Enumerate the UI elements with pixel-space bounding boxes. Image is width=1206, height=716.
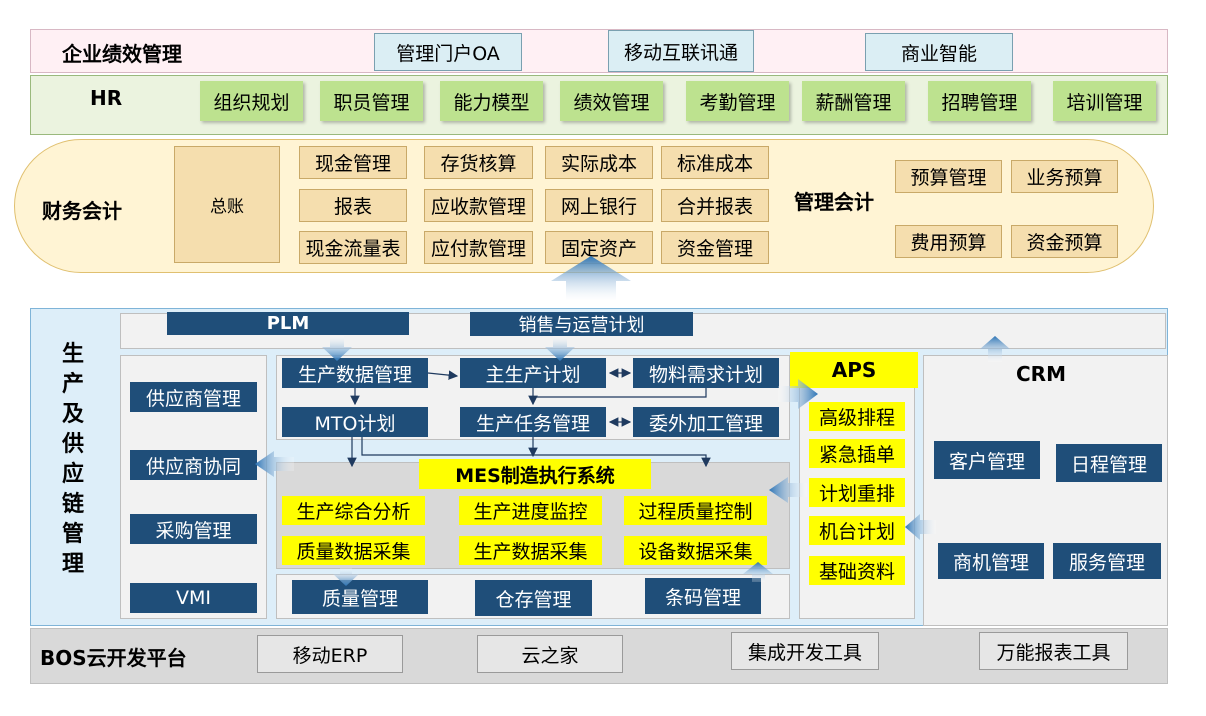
urgent-insert-box[interactable]: 紧急插单: [809, 439, 905, 468]
progress-monitor-box[interactable]: 生产进度监控: [459, 496, 602, 525]
crm-panel: [923, 355, 1168, 626]
machine-plan-box[interactable]: 机台计划: [809, 516, 905, 545]
budget-mgmt-box[interactable]: 预算管理: [895, 160, 1002, 193]
down-arrow-sop: [545, 336, 575, 361]
fund-mgmt-box[interactable]: 资金管理: [661, 231, 769, 264]
arrow-to-supplier-collab: [255, 451, 294, 477]
consolidated-report-box[interactable]: 合并报表: [661, 189, 769, 222]
arrow-barcode-mes: [743, 562, 773, 582]
fixed-asset-box[interactable]: 固定资产: [545, 231, 653, 264]
arrow-mes-quality: [333, 568, 359, 586]
up-arrow-crm: [980, 336, 1010, 362]
receivable-box[interactable]: 应收款管理: [424, 189, 533, 222]
aps-title-box[interactable]: APS: [790, 352, 918, 388]
advanced-scheduling-box[interactable]: 高级排程: [809, 402, 905, 431]
mrp-box[interactable]: 物料需求计划: [633, 358, 779, 388]
online-bank-box[interactable]: 网上银行: [545, 189, 653, 222]
process-quality-box[interactable]: 过程质量控制: [624, 496, 767, 525]
arrow-crm-aps: [905, 514, 936, 540]
barcode-mgmt-box[interactable]: 条码管理: [645, 578, 761, 614]
report-box[interactable]: 报表: [299, 189, 407, 222]
arrow-aps-mes: [769, 477, 807, 503]
general-ledger-box[interactable]: 总账: [174, 146, 280, 263]
prod-data-mgmt-box[interactable]: 生产数据管理: [282, 358, 428, 388]
hr-item-competency[interactable]: 能力模型: [440, 81, 543, 121]
vmi-box[interactable]: VMI: [130, 583, 257, 613]
mobile-erp-box[interactable]: 移动ERP: [257, 635, 403, 673]
dev-tools-box[interactable]: 集成开发工具: [731, 632, 879, 670]
arrow-mrp-task: [528, 388, 707, 406]
hr-item-recruit[interactable]: 招聘管理: [928, 81, 1031, 121]
arrow-plan-aps: [778, 379, 818, 409]
quality-mgmt-box[interactable]: 质量管理: [292, 580, 428, 614]
opportunity-mgmt-box[interactable]: 商机管理: [938, 543, 1044, 579]
payable-box[interactable]: 应付款管理: [424, 231, 533, 264]
hr-item-training[interactable]: 培训管理: [1053, 81, 1156, 121]
crm-title: CRM: [1016, 362, 1066, 386]
outsource-box[interactable]: 委外加工管理: [633, 407, 779, 437]
cashflow-box[interactable]: 现金流量表: [299, 231, 407, 264]
warehouse-mgmt-box[interactable]: 仓存管理: [475, 580, 592, 616]
arrow-proddata-mps: [427, 370, 459, 380]
replan-box[interactable]: 计划重排: [809, 478, 905, 507]
equipment-data-box[interactable]: 设备数据采集: [624, 536, 767, 565]
prod-analysis-box[interactable]: 生产综合分析: [282, 496, 425, 525]
cloud-home-box[interactable]: 云之家: [477, 635, 623, 673]
arrow-mto-right: [361, 437, 711, 468]
up-arrow-finance: [551, 256, 631, 301]
business-intelligence-box[interactable]: 商业智能: [865, 33, 1013, 71]
purchase-mgmt-box[interactable]: 采购管理: [130, 514, 257, 544]
expense-budget-box[interactable]: 费用预算: [895, 225, 1002, 258]
plm-box[interactable]: PLM: [167, 312, 409, 335]
mobile-internet-box[interactable]: 移动互联讯通: [608, 30, 754, 72]
standard-cost-box[interactable]: 标准成本: [661, 146, 769, 179]
hr-item-attendance[interactable]: 考勤管理: [686, 81, 789, 121]
performance-title: 企业绩效管理: [62, 42, 182, 66]
prod-data-collect-box[interactable]: 生产数据采集: [459, 536, 602, 565]
portal-oa-box[interactable]: 管理门户OA: [374, 33, 522, 71]
supplier-mgmt-box[interactable]: 供应商管理: [130, 382, 257, 412]
schedule-mgmt-box[interactable]: 日程管理: [1056, 444, 1162, 482]
supplier-collab-box[interactable]: 供应商协同: [130, 450, 257, 480]
hr-item-org-planning[interactable]: 组织规划: [200, 81, 303, 121]
mto-plan-box[interactable]: MTO计划: [282, 407, 428, 437]
cash-mgmt-box[interactable]: 现金管理: [299, 146, 407, 179]
mes-title-box[interactable]: MES制造执行系统: [419, 459, 651, 489]
quality-data-box[interactable]: 质量数据采集: [282, 536, 425, 565]
prod-task-box[interactable]: 生产任务管理: [460, 407, 606, 437]
actual-cost-box[interactable]: 实际成本: [545, 146, 653, 179]
finance-title: 财务会计: [42, 199, 122, 223]
production-title: 生产及供应链管理: [61, 342, 84, 577]
mps-box[interactable]: 主生产计划: [460, 358, 606, 388]
sop-box[interactable]: 销售与运营计划: [470, 312, 693, 336]
base-data-box[interactable]: 基础资料: [809, 556, 905, 585]
hr-item-staff[interactable]: 职员管理: [320, 81, 423, 121]
report-tools-box[interactable]: 万能报表工具: [979, 632, 1128, 670]
mgmt-accounting-title: 管理会计: [794, 190, 874, 214]
fund-budget-box[interactable]: 资金预算: [1011, 225, 1118, 258]
down-arrow-plm: [322, 336, 352, 361]
hr-item-salary[interactable]: 薪酬管理: [802, 81, 905, 121]
inventory-acct-box[interactable]: 存货核算: [424, 146, 533, 179]
bos-title: BOS云开发平台: [40, 646, 187, 670]
customer-mgmt-box[interactable]: 客户管理: [934, 441, 1040, 479]
hr-item-performance[interactable]: 绩效管理: [560, 81, 663, 121]
service-mgmt-box[interactable]: 服务管理: [1053, 543, 1161, 579]
hr-title: HR: [90, 86, 123, 110]
business-budget-box[interactable]: 业务预算: [1011, 160, 1118, 193]
